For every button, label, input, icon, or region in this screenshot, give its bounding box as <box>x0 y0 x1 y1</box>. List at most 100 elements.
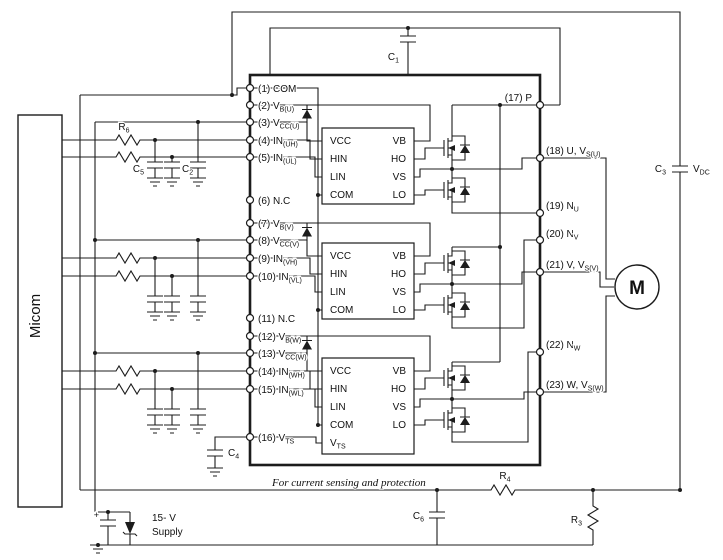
pin-terminals-right <box>535 100 545 397</box>
pin-terminal-16 <box>245 432 255 442</box>
c5-label: C5 <box>133 164 144 177</box>
pin-terminal-3 <box>245 117 255 127</box>
c2-label: C2 <box>182 164 193 177</box>
ground-icon <box>146 311 164 321</box>
pin-terminal-20 <box>535 235 545 245</box>
pin-terminals-left <box>245 83 255 442</box>
bootstrap-diode-v-icon <box>301 221 313 242</box>
ground-icon <box>189 311 207 321</box>
resistor-symbol <box>109 383 151 395</box>
c3-label: C3 <box>655 164 666 177</box>
ground-icon <box>163 424 181 434</box>
port-vcc: VCC <box>330 251 351 262</box>
pin-terminal-13 <box>245 348 255 358</box>
motor-label: M <box>629 278 645 299</box>
pin-label-12: (12) VB(W) <box>258 332 301 345</box>
mosfet-w-high-symbol <box>435 361 471 395</box>
port-vcc: VCC <box>330 366 351 377</box>
sense-note: For current sensing and protection <box>271 477 426 489</box>
motor-symbol <box>614 264 660 310</box>
bootstrap-diode-u-icon <box>301 103 313 124</box>
pin-terminal-11 <box>245 313 255 323</box>
port-lo: LO <box>393 190 407 201</box>
c4-label: C4 <box>228 448 239 461</box>
pin-label-8: (8) VCC(V) <box>258 236 299 249</box>
pin-label-6: (6) N.C <box>258 196 290 207</box>
capacitor-symbol <box>163 408 181 416</box>
ground-icon <box>163 177 181 187</box>
resistor-r6-symbol <box>109 134 151 146</box>
ground-icon <box>146 177 164 187</box>
resistor-r4-symbol <box>484 484 526 496</box>
pin-label-2: (2) VB(U) <box>258 101 294 114</box>
pin-terminal-9 <box>245 253 255 263</box>
r6-label: R6 <box>118 122 129 135</box>
ground-icon <box>206 467 224 477</box>
pin-label-21: (21) V, VS(V) <box>546 260 599 273</box>
pin-label-15: (15) IN(WL) <box>258 385 304 398</box>
capacitor-symbol <box>146 295 164 303</box>
port-vs: VS <box>393 402 407 413</box>
port-lin: LIN <box>330 402 346 413</box>
gate-driver-u: VCC VB HIN HO LIN VS COM LO <box>321 127 415 205</box>
driver-rect-u <box>321 127 415 205</box>
pin-terminal-17 <box>535 100 545 110</box>
mosfet-v-low-symbol <box>435 288 471 322</box>
pin-label-16: (16) VTS <box>258 433 295 446</box>
ground-icons <box>89 177 224 554</box>
pin-label-20: (20) NV <box>546 229 579 242</box>
bootstrap-diode-w-icon <box>301 334 313 355</box>
ground-icon <box>189 424 207 434</box>
c1-label: C1 <box>388 52 399 65</box>
pin-terminal-19 <box>535 208 545 218</box>
capacitor-c4-symbol <box>206 449 224 457</box>
mosfet-u-low-symbol <box>435 173 471 207</box>
pin-label-10: (10) IN(VL) <box>258 272 302 285</box>
supply-label-line2: Supply <box>152 527 183 538</box>
resistor-symbol <box>109 151 151 163</box>
pin-terminal-4 <box>245 135 255 145</box>
port-ho: HO <box>391 384 406 395</box>
mosfet-v-high-symbol <box>435 246 471 280</box>
micom-box <box>17 114 63 508</box>
c6-label: C6 <box>413 511 424 524</box>
capacitor-c3-symbol <box>671 165 689 173</box>
pin-terminal-22 <box>535 347 545 357</box>
pin-label-5: (5) IN(UL) <box>258 153 297 166</box>
pin-terminal-18 <box>535 153 545 163</box>
mosfet-w-low-symbol <box>435 403 471 437</box>
zener-diode-symbol <box>122 517 138 539</box>
pin-label-22: (22) NW <box>546 340 581 353</box>
pin-terminal-12 <box>245 331 255 341</box>
driver-rect-v <box>321 242 415 320</box>
port-com: COM <box>330 190 353 201</box>
pin-label-1: (1) COM <box>258 84 296 95</box>
pin-terminal-1 <box>245 83 255 93</box>
pin-terminal-23 <box>535 387 545 397</box>
pin-label-17: (17) P <box>505 93 533 104</box>
supply-label-line1: 15- V <box>152 513 176 524</box>
pin-terminal-7 <box>245 218 255 228</box>
port-lin: LIN <box>330 287 346 298</box>
wire-left-buses <box>79 87 246 512</box>
ground-icon <box>163 311 181 321</box>
pin-label-11: (11) N.C <box>258 314 295 325</box>
pin-terminal-2 <box>245 100 255 110</box>
capacitor-symbol <box>189 295 207 303</box>
resistor-symbol <box>109 365 151 377</box>
port-ho: HO <box>391 269 406 280</box>
wire-bottom-sense <box>80 489 680 546</box>
port-vb: VB <box>393 136 407 147</box>
capacitor-symbol <box>146 408 164 416</box>
capacitor-c2-symbol <box>163 161 181 169</box>
capacitor-c5-symbol <box>146 161 164 169</box>
ground-icon <box>189 177 207 187</box>
micom-label: Micom <box>27 294 44 338</box>
pin-terminal-5 <box>245 152 255 162</box>
port-vts: VTS <box>330 438 346 451</box>
gate-driver-v: VCC VB HIN HO LIN VS COM LO <box>321 242 415 320</box>
port-ho: HO <box>391 154 406 165</box>
pin-label-13: (13) VCC(W) <box>258 349 307 362</box>
